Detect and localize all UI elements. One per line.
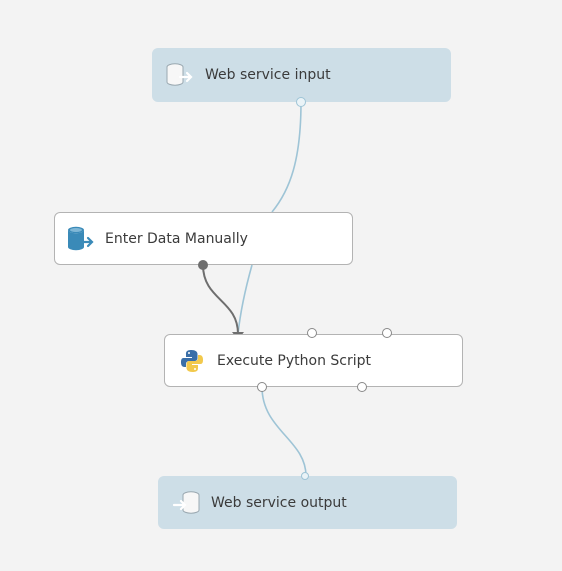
- python-output-port-1[interactable]: [257, 382, 267, 392]
- python-input-port-3[interactable]: [382, 328, 392, 338]
- python-icon: [177, 346, 207, 376]
- python-input-port-2[interactable]: [307, 328, 317, 338]
- python-output-port-2[interactable]: [357, 382, 367, 392]
- enter-data-output-port[interactable]: [198, 260, 208, 270]
- web-input-output-port[interactable]: [296, 97, 306, 107]
- node-label: Web service output: [211, 494, 347, 511]
- node-label: Web service input: [205, 67, 331, 83]
- database-export-icon: [165, 60, 195, 90]
- node-label: Enter Data Manually: [105, 230, 248, 247]
- execute-python-script-node[interactable]: Execute Python Script: [164, 334, 463, 387]
- web-service-input-node[interactable]: Web service input: [152, 48, 451, 102]
- connector-python-to-web-output[interactable]: [261, 386, 307, 477]
- enter-data-manually-node[interactable]: Enter Data Manually: [54, 212, 353, 265]
- database-import-icon: [171, 488, 201, 518]
- database-arrow-icon: [65, 224, 95, 254]
- web-output-input-port[interactable]: [301, 472, 309, 480]
- node-label: Execute Python Script: [217, 352, 372, 369]
- web-service-output-node[interactable]: Web service output: [158, 476, 457, 529]
- connector-data-to-python[interactable]: [202, 264, 239, 335]
